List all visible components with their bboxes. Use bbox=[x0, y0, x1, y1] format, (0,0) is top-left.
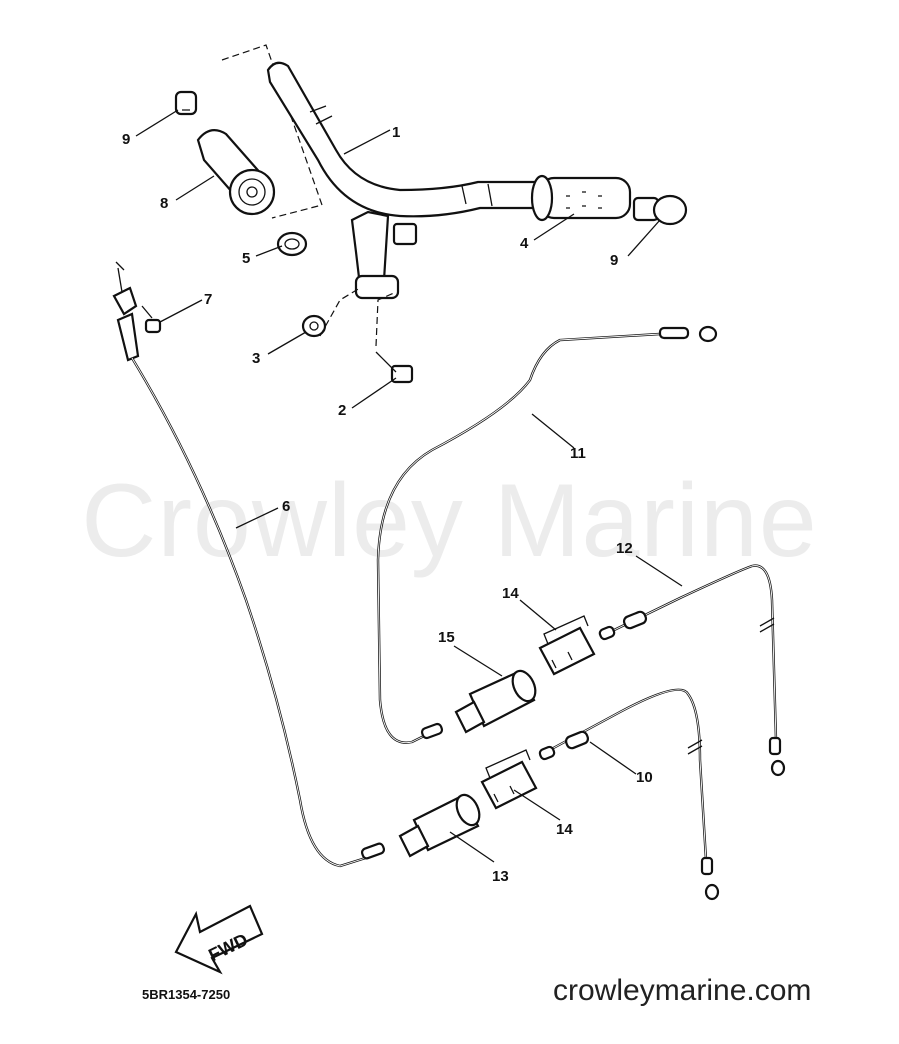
adjuster-15 bbox=[454, 669, 537, 734]
callout-1: 1 bbox=[392, 124, 400, 141]
bolt bbox=[375, 351, 414, 384]
callout-7: 7 bbox=[204, 291, 212, 308]
callout-9-left: 9 bbox=[122, 131, 130, 148]
leader-lines bbox=[135, 109, 683, 863]
fwd-arrow: FWD bbox=[174, 904, 264, 975]
bolt-guide-line bbox=[375, 291, 397, 347]
callout-2: 2 bbox=[338, 402, 346, 419]
left-grip bbox=[196, 129, 276, 216]
screw bbox=[141, 305, 162, 334]
left-end-cap bbox=[174, 90, 198, 116]
callout-15: 15 bbox=[438, 629, 455, 646]
adjuster-13 bbox=[398, 793, 481, 858]
drawing-code: 5BR1354-7250 bbox=[142, 987, 231, 1002]
cable-end-bracket bbox=[112, 261, 140, 362]
callout-12: 12 bbox=[616, 540, 633, 557]
callout-11: 11 bbox=[570, 445, 586, 462]
joint-14-upper bbox=[538, 615, 596, 676]
right-grip bbox=[530, 174, 632, 222]
callout-8: 8 bbox=[160, 195, 168, 212]
nut-guide-line bbox=[319, 287, 361, 337]
callout-10: 10 bbox=[636, 769, 653, 786]
cable-12 bbox=[598, 564, 786, 777]
callout-9-right: 9 bbox=[610, 252, 618, 269]
handlebar bbox=[266, 61, 538, 300]
callout-13: 13 bbox=[492, 868, 509, 885]
assembly-bracket bbox=[221, 44, 323, 219]
cable-11 bbox=[376, 325, 718, 744]
cable-10 bbox=[538, 688, 720, 901]
callout-5: 5 bbox=[242, 250, 250, 267]
right-end-cap bbox=[632, 194, 688, 226]
collar bbox=[276, 231, 308, 257]
callout-6: 6 bbox=[282, 498, 290, 515]
throttle-cable bbox=[130, 357, 386, 868]
callout-3: 3 bbox=[252, 350, 260, 367]
callout-14-upper: 14 bbox=[502, 585, 519, 602]
callout-14-lower: 14 bbox=[556, 821, 573, 838]
website-link[interactable]: crowleymarine.com bbox=[553, 974, 812, 1007]
joint-14-lower bbox=[480, 749, 538, 810]
callout-4: 4 bbox=[520, 235, 529, 252]
